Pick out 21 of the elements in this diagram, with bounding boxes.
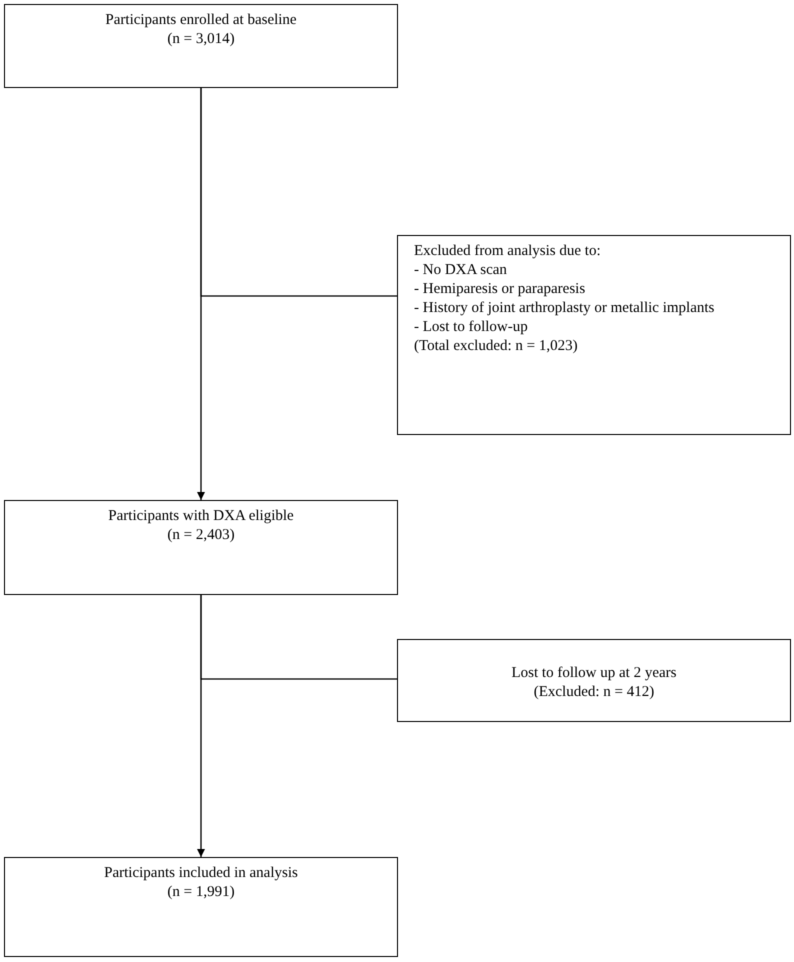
process-box [4,857,398,957]
box-text: - History of joint arthroplasty or metallic implants [414,299,716,318]
box-text: - Hemiparesis or paraparesis [414,280,586,299]
process-box [4,4,398,88]
box-text: (n = 1,991) [166,883,236,902]
process-box [4,500,398,595]
box-text: (Total excluded: n = 1,023) [414,337,579,356]
process-box [397,639,791,722]
box-text: - Lost to follow-up [414,318,529,337]
box-text: Participants with DXA eligible [107,507,295,526]
process-box [397,235,791,435]
box-text: - No DXA scan [414,261,508,280]
box-text: Participants included in analysis [103,864,299,883]
box-text: (Excluded: n = 412) [532,683,656,702]
box-text: (n = 2,403) [166,526,236,545]
box-text: (n = 3,014) [166,30,236,49]
box-text: Excluded from analysis due to: [414,242,602,261]
connector-line [200,595,397,680]
connector-line [200,88,397,297]
box-text: Lost to follow up at 2 years [510,664,678,683]
box-text: Participants enrolled at baseline [104,11,298,30]
